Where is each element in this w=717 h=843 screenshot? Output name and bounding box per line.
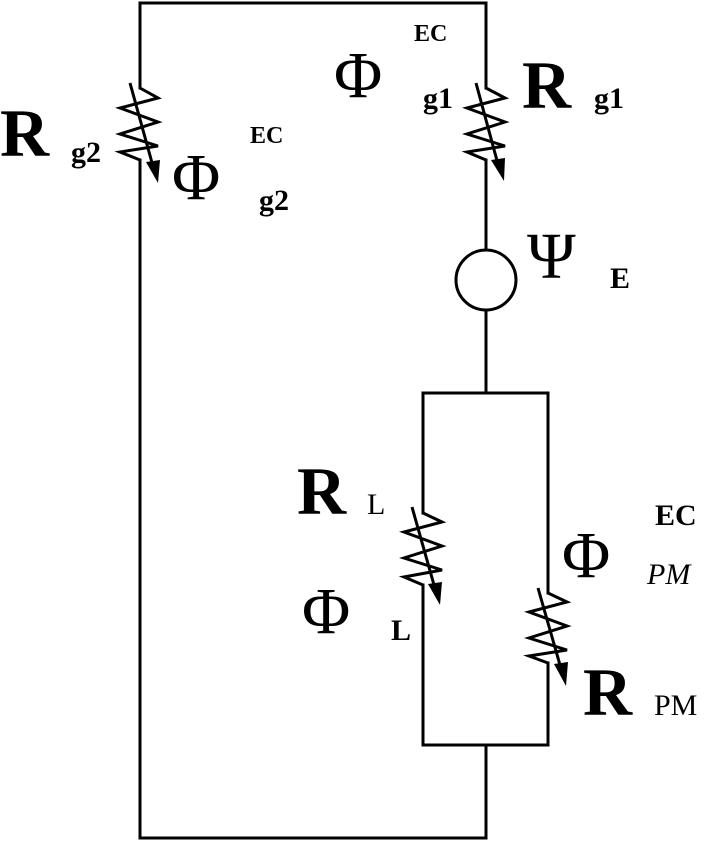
arrowhead-icon xyxy=(491,158,505,181)
rg2-symbol: R xyxy=(0,95,50,171)
label-psi-e: Ψ E xyxy=(527,220,630,295)
resistor-zigzag-icon xyxy=(398,511,447,587)
wire-parallel-top xyxy=(421,391,550,595)
phi-g1-symbol: Φ xyxy=(334,39,382,112)
label-rpm: R PM xyxy=(583,654,697,730)
phi-g2-superscript: EC xyxy=(250,123,283,149)
arrowhead-icon xyxy=(146,160,160,183)
rpm-symbol: R xyxy=(583,654,633,730)
mmf-source-icon xyxy=(454,248,518,312)
rg1-symbol: R xyxy=(522,47,572,123)
rl-subscript: L xyxy=(367,488,385,521)
wire-left-bottom xyxy=(138,158,488,840)
rpm-subscript: PM xyxy=(654,689,697,722)
wire-left-top xyxy=(138,1,488,90)
variable-arrow-icon xyxy=(536,587,564,673)
rl-symbol: R xyxy=(297,453,347,529)
phi-g1-superscript: EC xyxy=(414,21,447,47)
label-phi-g2: Φ EC g2 xyxy=(172,123,289,217)
outer-loop-wires xyxy=(138,1,488,840)
rg2-subscript: g2 xyxy=(71,136,101,169)
phi-g2-symbol: Φ xyxy=(172,141,220,214)
arrowhead-icon xyxy=(554,662,568,686)
label-rg1: R g1 xyxy=(522,47,624,123)
parallel-branch xyxy=(421,391,550,747)
reluctance-rl xyxy=(398,506,447,605)
psi-e-symbol: Ψ xyxy=(527,220,576,293)
reluctance-rpm xyxy=(523,587,572,686)
phi-l-symbol: Φ xyxy=(302,575,350,648)
variable-arrow-icon xyxy=(410,506,438,593)
label-phi-l: Φ L xyxy=(302,575,411,648)
resistor-zigzag-icon xyxy=(461,86,510,162)
rg1-subscript: g1 xyxy=(594,82,624,115)
reluctance-rg2 xyxy=(114,82,163,183)
phi-l-subscript: L xyxy=(391,614,411,647)
psi-e-subscript: E xyxy=(610,262,630,295)
phi-g2-subscript: g2 xyxy=(259,184,289,217)
phi-pm-superscript: EC xyxy=(655,499,697,532)
resistor-zigzag-icon xyxy=(114,86,163,162)
label-phi-pm: Φ EC PM xyxy=(562,499,697,592)
resistor-zigzag-icon xyxy=(523,591,572,665)
label-rl: R L xyxy=(297,453,385,529)
label-phi-g1: Φ EC g1 xyxy=(334,21,453,115)
phi-pm-symbol: Φ xyxy=(562,519,610,592)
variable-arrow-icon xyxy=(128,82,156,171)
wire-parallel-bottom xyxy=(421,583,550,747)
variable-arrow-icon xyxy=(474,82,501,169)
arrowhead-icon xyxy=(428,582,442,605)
reluctance-rg1 xyxy=(461,82,510,181)
phi-pm-subscript: PM xyxy=(646,558,692,591)
phi-g1-subscript: g1 xyxy=(423,82,453,115)
label-rg2: R g2 xyxy=(0,95,101,171)
